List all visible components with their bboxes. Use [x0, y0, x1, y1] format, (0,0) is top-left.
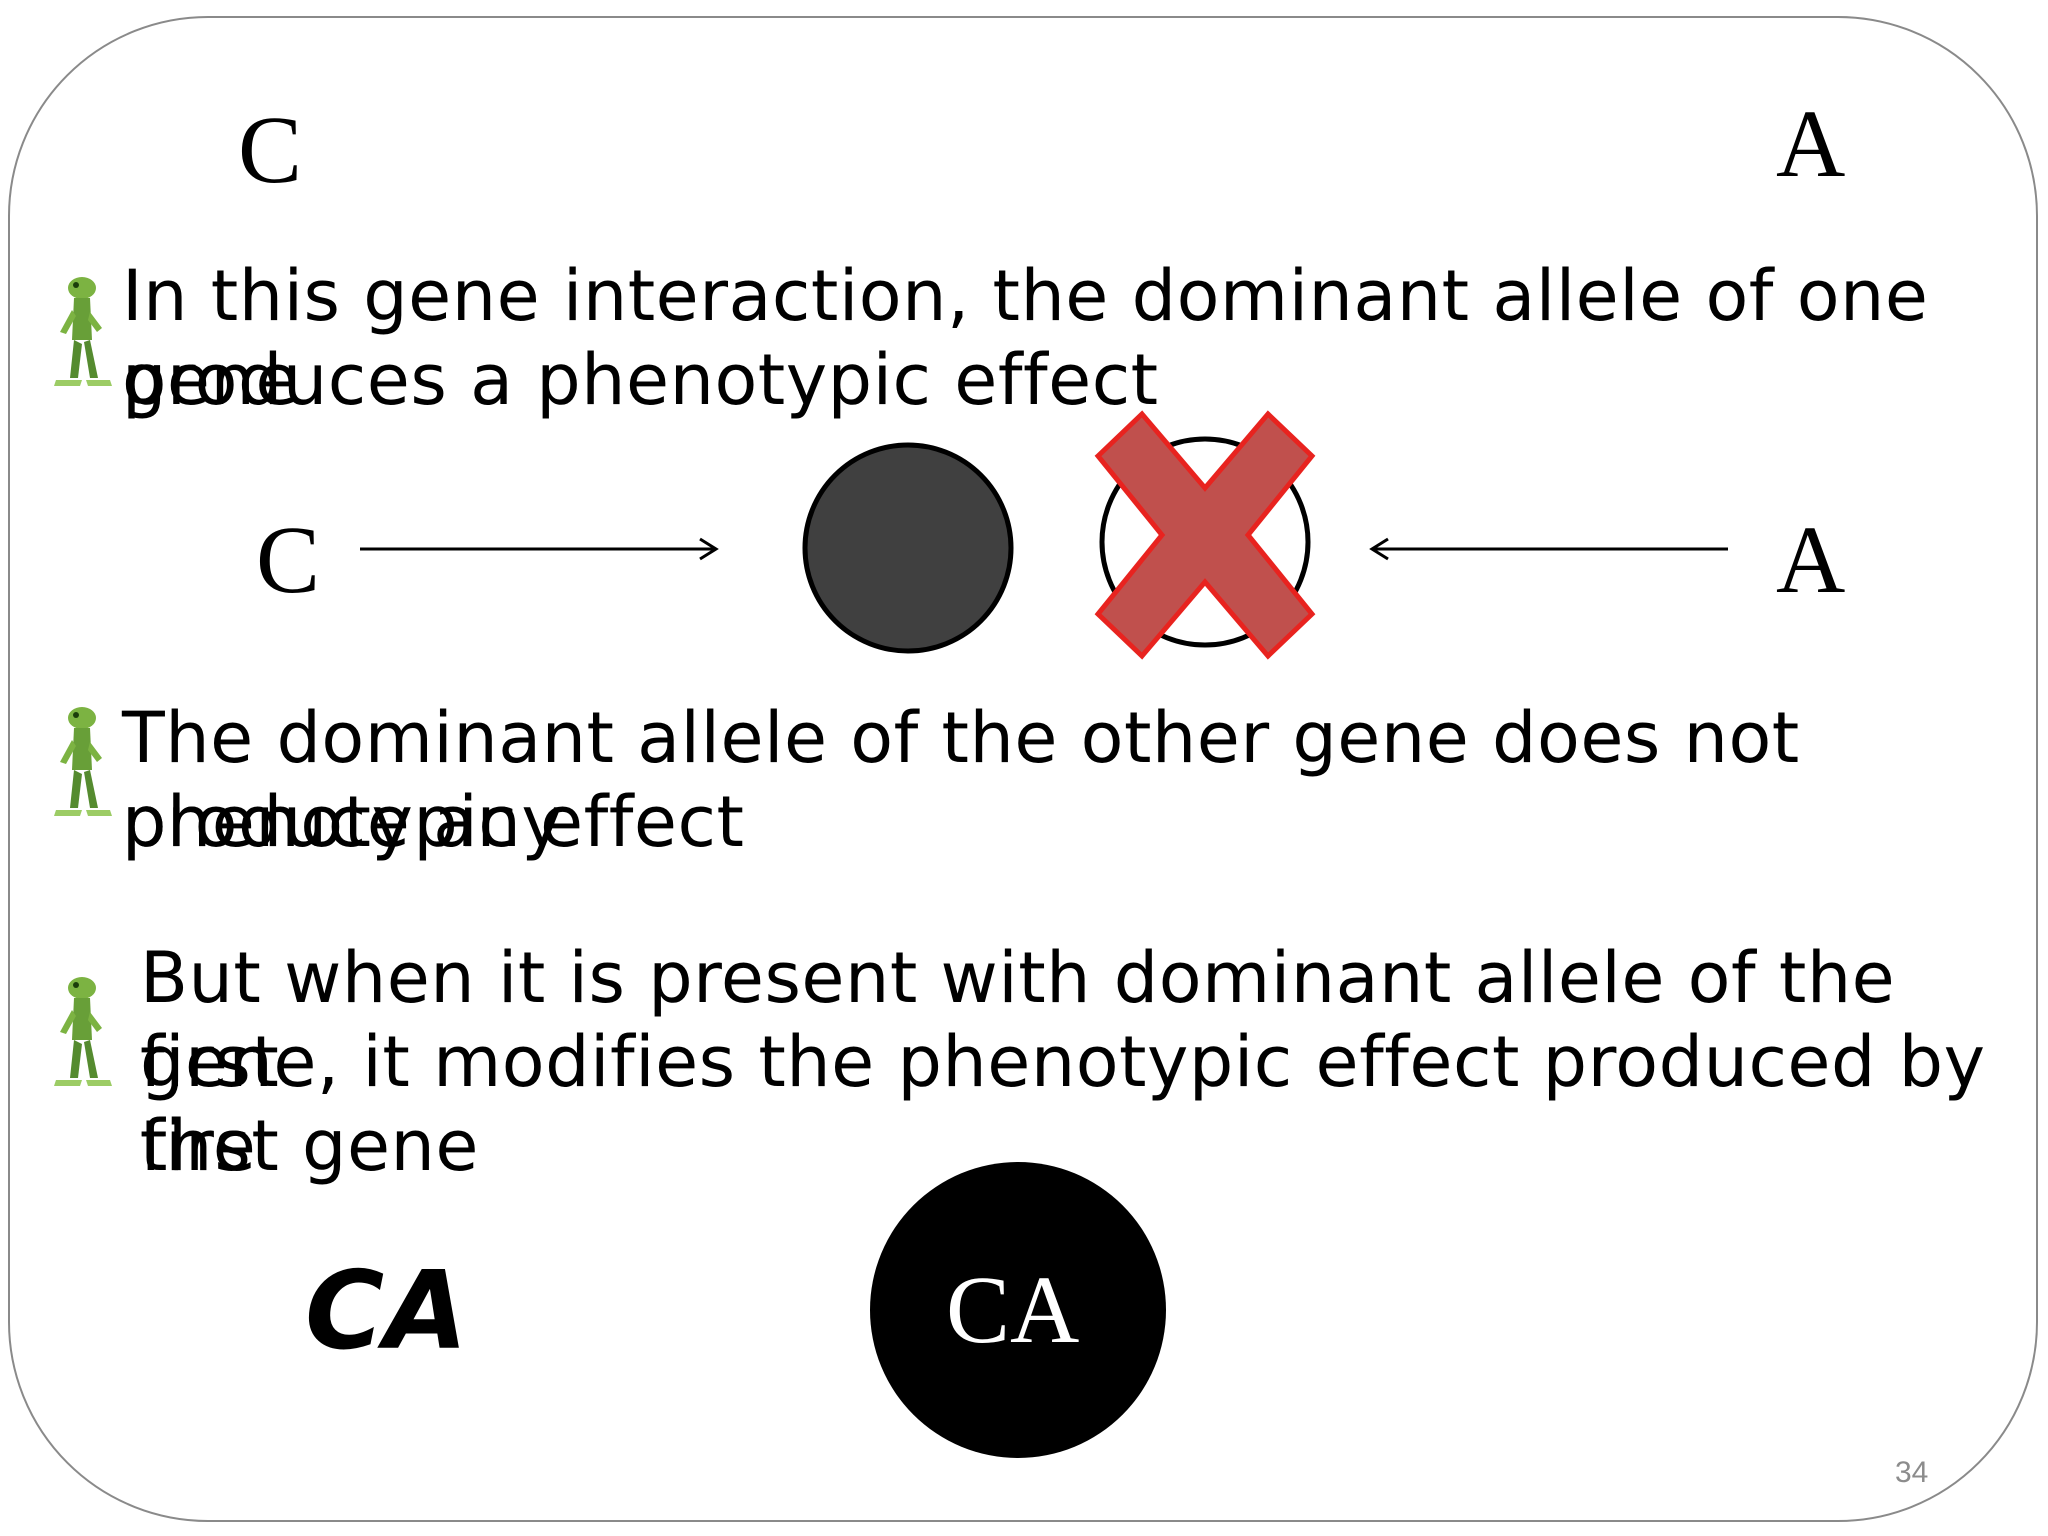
bullet-3-line-3: first gene [140, 1105, 479, 1187]
bullet-2-line-1: The dominant allele of the other gene do… [122, 697, 1800, 863]
slide-number: 34 [1895, 1456, 1929, 1489]
left-arrow [360, 537, 719, 561]
slide-frame [8, 16, 2038, 1522]
crossed-out-circle [1094, 410, 1316, 660]
diagram-left-letter: C [256, 506, 321, 613]
green-alien-figure-icon [54, 707, 112, 816]
green-alien-figure-icon [54, 977, 112, 1086]
combined-phenotype-circle [870, 1162, 1166, 1458]
green-alien-figure-icon [54, 277, 112, 386]
bullet-1-line-2: produces a phenotypic effect [122, 339, 1159, 421]
red-x-icon [1094, 410, 1316, 660]
right-arrow [1369, 537, 1728, 561]
bullet-1-line-1: In this gene interaction, the dominant a… [122, 255, 1929, 421]
top-left-letter: C [238, 96, 303, 203]
diagram-right-letter: A [1776, 506, 1846, 613]
combined-genotype-label: CA [305, 1249, 468, 1374]
bullet-2-line-2: phenotypic effect [122, 781, 745, 863]
dark-phenotype-circle [802, 442, 1014, 654]
combined-circle-label: CA [946, 1256, 1080, 1363]
top-right-letter: A [1776, 90, 1846, 197]
bullet-3-line-1: But when it is present with dominant all… [140, 937, 1896, 1103]
bullet-3-line-2: gene, it modifies the phenotypic effect … [140, 1021, 1986, 1187]
